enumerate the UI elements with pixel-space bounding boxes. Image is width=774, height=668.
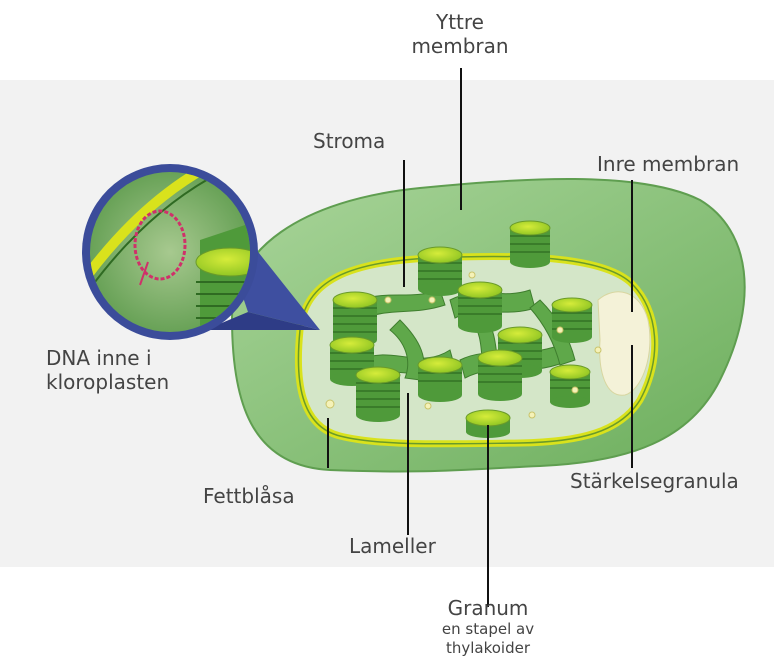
granum-stack bbox=[510, 221, 550, 268]
label-outer-membrane: Yttre membran bbox=[400, 10, 520, 58]
label-stroma: Stroma bbox=[313, 129, 385, 153]
label-granum: Granum en stapel av thylakoider bbox=[408, 596, 568, 658]
granum-stack bbox=[552, 298, 592, 343]
granum-stack bbox=[550, 365, 590, 408]
granum-stack bbox=[478, 350, 522, 401]
label-starch-granule: Stärkelsegranula bbox=[570, 469, 739, 493]
granum-stack bbox=[418, 357, 462, 402]
label-lamellae: Lameller bbox=[349, 534, 436, 558]
granum-stack bbox=[356, 367, 400, 422]
granum-stack bbox=[458, 282, 502, 333]
label-inner-membrane: Inre membran bbox=[597, 152, 739, 176]
granum-stack bbox=[418, 247, 462, 296]
label-dna: DNA inne i kloroplasten bbox=[46, 346, 169, 394]
label-fat-droplet: Fettblåsa bbox=[203, 484, 295, 508]
